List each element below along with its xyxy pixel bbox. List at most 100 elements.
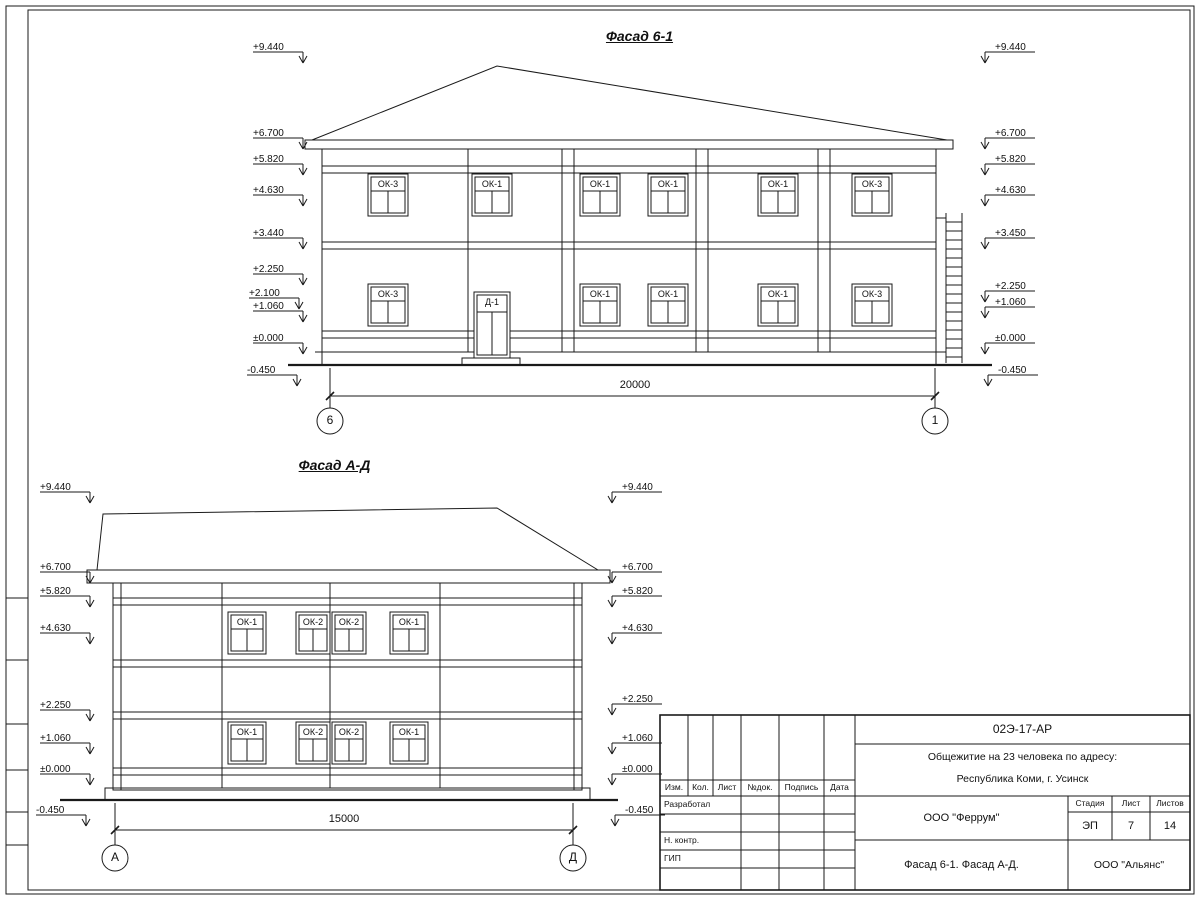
titleblock-sheet-number: 7 (1127, 819, 1135, 832)
titleblock-stage-label: Стадия (1075, 798, 1105, 809)
elevation-mark: +6.700 (40, 562, 95, 584)
elevation-mark-label: +6.700 (253, 128, 284, 139)
elevation-mark: +9.440 (980, 42, 1035, 64)
elevation-mark-label: +2.250 (40, 700, 71, 711)
window: ОК-1 (227, 611, 267, 655)
facade-a-d-title: Фасад А-Д (298, 456, 371, 473)
facade-6-1-linework (304, 65, 963, 435)
elevation-mark-label: +6.700 (622, 562, 653, 573)
window: ОК-2 (331, 611, 367, 655)
elevation-mark-label: -0.450 (247, 365, 276, 376)
window-label: ОК-1 (237, 617, 257, 627)
window-label: ОК-1 (590, 289, 610, 299)
titleblock-staff-row: ГИП (664, 853, 681, 864)
elevation-mark-label: +5.820 (253, 154, 284, 165)
window: ОК-1 (579, 173, 621, 217)
elevation-mark: -0.450 (247, 365, 302, 387)
window: ОК-3 (367, 283, 409, 327)
window-label: ОК-2 (303, 617, 323, 627)
window: ОК-2 (331, 721, 367, 765)
elevation-mark-label: +1.060 (995, 297, 1026, 308)
window: ОК-1 (389, 721, 429, 765)
elevation-mark: +4.630 (40, 623, 95, 645)
elevation-mark-label: +2.250 (622, 694, 653, 705)
facade-a-d-linework (86, 507, 611, 872)
elevation-mark-label: ±0.000 (253, 333, 284, 344)
titleblock-grid (659, 714, 1191, 891)
elevation-mark-label: +9.440 (622, 482, 653, 493)
titleblock-col-header: №док. (747, 782, 773, 793)
elevation-mark-label: +3.450 (995, 228, 1026, 239)
window-label: ОК-2 (339, 727, 359, 737)
window: ОК-3 (851, 283, 893, 327)
elevation-mark-label: +6.700 (40, 562, 71, 573)
window: ОК-3 (367, 173, 409, 217)
elevation-mark: +2.250 (980, 281, 1035, 303)
window-label: ОК-3 (862, 289, 882, 299)
axis-bubble-6: 6 (326, 413, 334, 428)
window: ОК-1 (647, 283, 689, 327)
axis-bubble-d: Д (568, 850, 578, 865)
elevation-mark: ±0.000 (40, 764, 95, 786)
window-label: ОК-3 (378, 179, 398, 189)
elevation-mark: +5.820 (980, 154, 1035, 176)
elevation-mark-label: +9.440 (995, 42, 1026, 53)
elevation-mark: +2.250 (253, 264, 308, 286)
elevation-mark: +1.060 (607, 733, 662, 755)
elevation-mark: +4.630 (607, 623, 662, 645)
titleblock-col-header: Подпись (784, 782, 819, 793)
window-label: ОК-1 (237, 727, 257, 737)
elevation-mark-label: +5.820 (995, 154, 1026, 165)
door: Д-1 (473, 291, 511, 359)
elevation-mark-label: ±0.000 (622, 764, 653, 775)
elevation-mark-label: -0.450 (998, 365, 1027, 376)
titleblock-contractor: ООО "Альянс" (1093, 858, 1165, 871)
elevation-mark-label: +9.440 (40, 482, 71, 493)
elevation-mark-label: +5.820 (622, 586, 653, 597)
window-label: ОК-1 (399, 617, 419, 627)
elevation-mark-label: +1.060 (622, 733, 653, 744)
window-label: ОК-1 (768, 179, 788, 189)
elevation-mark: +6.700 (607, 562, 662, 584)
elevation-mark: +9.440 (40, 482, 95, 504)
titleblock-staff-row: Н. контр. (664, 835, 700, 846)
elevation-mark-label: +5.820 (40, 586, 71, 597)
window-label: ОК-1 (658, 179, 678, 189)
window-label: ОК-2 (303, 727, 323, 737)
elevation-mark-label: +4.630 (40, 623, 71, 634)
titleblock-col-header: Дата (830, 782, 849, 793)
elevation-mark-label: +3.440 (253, 228, 284, 239)
titleblock-col-header: Лист (717, 782, 737, 793)
elevation-mark-label: +4.630 (622, 623, 653, 634)
window-label: ОК-1 (590, 179, 610, 189)
window-label: ОК-1 (482, 179, 502, 189)
window: ОК-2 (295, 611, 331, 655)
titleblock-stage-value: ЭП (1082, 819, 1098, 832)
elevation-mark: +2.100 (249, 288, 304, 310)
elevation-mark: ±0.000 (253, 333, 308, 355)
window-label: ОК-2 (339, 617, 359, 627)
elevation-mark: +1.060 (980, 297, 1035, 319)
elevation-mark-label: ±0.000 (995, 333, 1026, 344)
elevation-mark: +5.820 (40, 586, 95, 608)
elevation-mark: ±0.000 (980, 333, 1035, 355)
titleblock-sheets-total: 14 (1163, 819, 1177, 832)
window-label: Д-1 (485, 297, 499, 307)
elevation-mark: +9.440 (607, 482, 662, 504)
elevation-mark-label: +1.060 (40, 733, 71, 744)
elevation-mark: +1.060 (40, 733, 95, 755)
elevation-mark-label: +9.440 (253, 42, 284, 53)
elevation-mark: +2.250 (607, 694, 662, 716)
elevation-mark: +4.630 (253, 185, 308, 207)
facade-6-1-title: Фасад 6-1 (605, 27, 674, 44)
dimension-20000: 20000 (619, 379, 651, 392)
elevation-mark-label: +2.100 (249, 288, 280, 299)
elevation-mark-label: +4.630 (253, 185, 284, 196)
elevation-mark: ±0.000 (607, 764, 662, 786)
elevation-mark: +5.820 (607, 586, 662, 608)
elevation-mark: +4.630 (980, 185, 1035, 207)
elevation-mark-label: +2.250 (253, 264, 284, 275)
titleblock-project-line2: Республика Коми, г. Усинск (956, 772, 1089, 785)
elevation-mark-label: -0.450 (36, 805, 65, 816)
